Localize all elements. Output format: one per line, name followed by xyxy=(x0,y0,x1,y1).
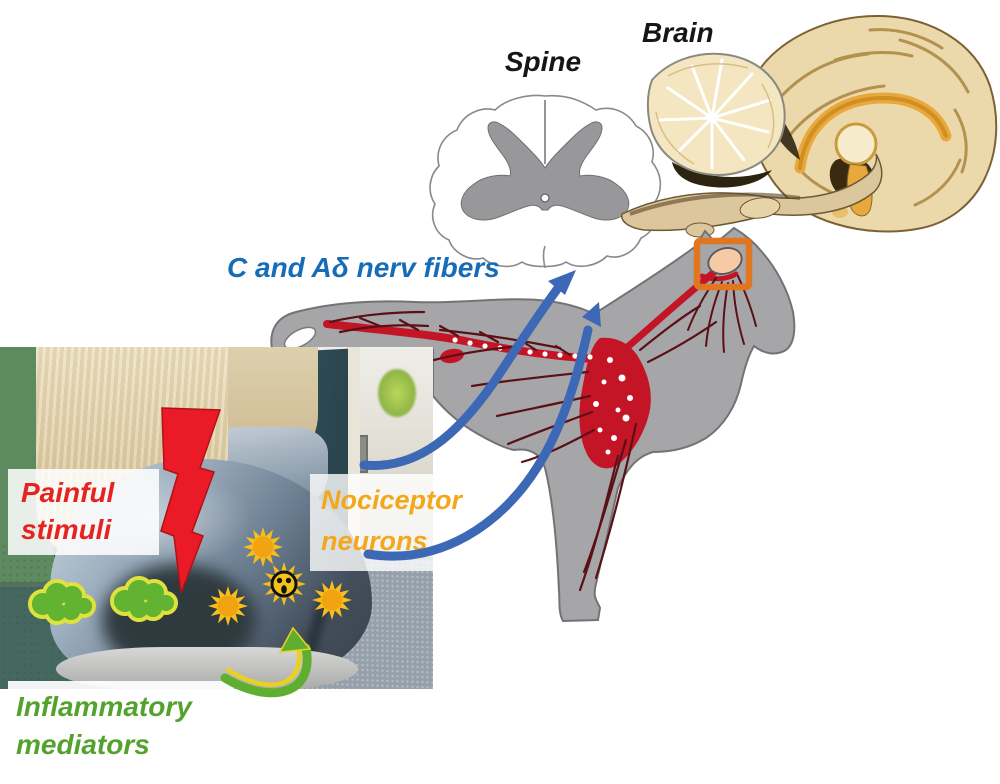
spine-label: Spine xyxy=(504,46,582,77)
brain-cerebellum-shadow xyxy=(672,162,772,188)
brain-base-red xyxy=(699,271,739,282)
painful-stimuli-line2: stimuli xyxy=(21,514,112,545)
nerve-signal-arrow-lower xyxy=(363,302,601,561)
sun-icon xyxy=(208,586,248,626)
horse-brain-blob xyxy=(707,247,743,275)
spine-gray-matter xyxy=(460,121,630,221)
brain-thalamus xyxy=(834,122,878,166)
face-sun-icon xyxy=(262,562,306,606)
lightning-bolt-icon xyxy=(160,407,222,594)
plexus-holes xyxy=(593,357,633,455)
inflammatory-line1: Inflammatory xyxy=(16,691,192,722)
brain-stem-shadow xyxy=(629,192,801,216)
painful-stimuli-label: Painful stimuli xyxy=(8,469,159,555)
brain-pons xyxy=(739,197,781,219)
horse-silhouette xyxy=(270,226,796,623)
sun-icon xyxy=(312,580,352,620)
brain-corpus-callosum-shade xyxy=(798,95,948,170)
spine-cross-section-drawing xyxy=(429,94,662,269)
inflammatory-cloud-icon xyxy=(110,576,178,622)
plant-blob xyxy=(378,369,416,417)
painful-stimuli-line1: Painful xyxy=(21,477,115,508)
inflammatory-line2: mediators xyxy=(16,729,150,760)
brain-cerebellum-folia xyxy=(655,63,775,165)
spine-central-canal xyxy=(540,193,550,203)
nerve-fibers-label: C and Aδ nerv fibers xyxy=(227,252,500,283)
neck-cord xyxy=(608,263,724,364)
inflammatory-cloud-icon xyxy=(28,579,96,625)
sun-icon xyxy=(243,527,283,567)
brain-illustration xyxy=(621,14,998,238)
nerve-signal-arrow-upper xyxy=(359,270,576,470)
nociceptor-line1: Nociceptor xyxy=(321,485,463,515)
horse-tail-loop xyxy=(283,326,317,350)
spine-ventral-fissure xyxy=(542,245,546,269)
nociceptor-neurons-label: Nociceptor neurons xyxy=(310,474,483,571)
brain-highlight-box-icon xyxy=(693,237,753,291)
brain-label: Brain xyxy=(642,17,714,48)
brain-sulci xyxy=(776,28,970,207)
inflammatory-mediators-label: Inflammatory mediators xyxy=(8,681,234,773)
brain-cerebellum-arbor xyxy=(656,58,772,170)
mediator-release-arrow xyxy=(220,626,312,698)
